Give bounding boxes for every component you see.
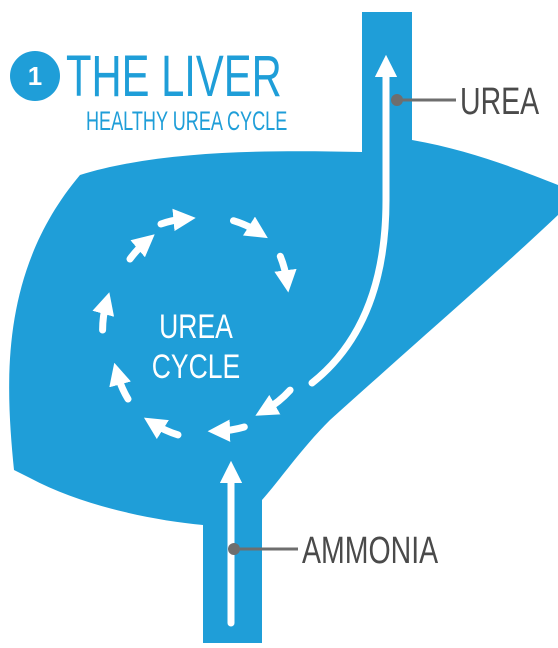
cycle-arrow — [103, 303, 107, 330]
urea-label: UREA — [460, 81, 540, 123]
cycle-label-line1: UREA — [159, 308, 233, 346]
page-title: THE LIVER — [66, 43, 282, 108]
ammonia-label: AMMONIA — [302, 530, 439, 572]
page-subtitle: HEALTHY UREA CYCLE — [86, 105, 287, 136]
cycle-label-line2: CYCLE — [152, 348, 240, 386]
urea-callout: UREA — [391, 81, 540, 123]
step-badge: 1 — [10, 51, 60, 101]
cycle-arrow — [219, 427, 245, 431]
step-number: 1 — [28, 61, 42, 91]
